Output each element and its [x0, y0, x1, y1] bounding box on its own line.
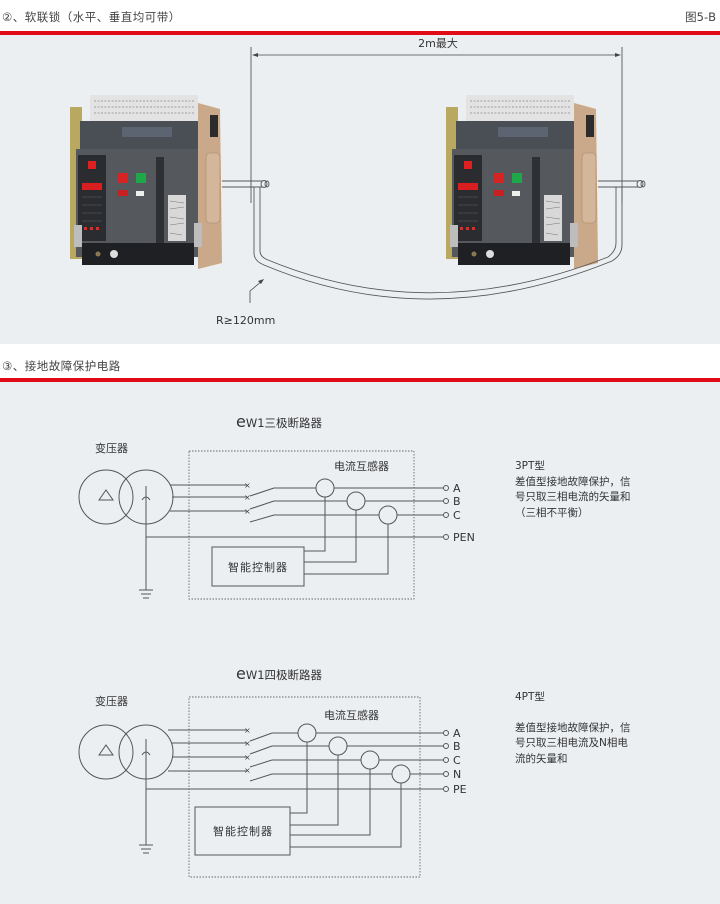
terminal-pen: PEN [453, 531, 475, 544]
figure-label: 图5-B [685, 10, 716, 24]
left-circuit-breaker-image [69, 94, 223, 270]
svg-text:×: × [244, 493, 251, 502]
four-pole-diagram: eW1四极断路器 变压器 电流互感器 [78, 664, 467, 878]
section-3-divider [0, 378, 720, 382]
ct-label: 电流互感器 [334, 459, 389, 473]
svg-text:×: × [244, 481, 251, 490]
description-line: 号只取三相电流的矢量和 [515, 491, 631, 503]
radius-leader-arrow [249, 279, 264, 303]
description-type: 4PT型 [515, 691, 545, 703]
intelligent-controller-box [194, 806, 291, 856]
description-line: 差值型接地故障保护，信 [515, 475, 631, 488]
section-2-divider [0, 31, 720, 35]
svg-text:×: × [244, 766, 251, 775]
breaker-boundary [188, 696, 421, 878]
section-2-header: ②、软联锁（水平、垂直均可带） 图5-B [0, 0, 720, 31]
section-3-title: ③、接地故障保护电路 [2, 359, 121, 373]
distance-dimension-arrow [252, 53, 621, 57]
diagram-2-title: eW1四极断路器 [236, 664, 323, 683]
svg-text:×: × [244, 507, 251, 516]
soft-interlock-panel: 2m最大 R≥120mm [0, 35, 720, 344]
terminal-c: C [453, 509, 461, 522]
description-type: 3PT型 [515, 460, 545, 472]
controller-label: 智能控制器 [213, 824, 273, 838]
breaker-boundary [188, 450, 415, 600]
terminal-a: A [453, 727, 461, 740]
section-2-title: ②、软联锁（水平、垂直均可带） [2, 10, 181, 24]
terminal-b: B [453, 740, 461, 753]
ct-label: 电流互感器 [324, 708, 379, 722]
terminal-a: A [453, 482, 461, 495]
soft-interlock-illustration: 2m最大 R≥120mm [69, 36, 646, 327]
transformer-label: 变压器 [95, 441, 128, 455]
diagram-2-description: 4PT型 差值型接地故障保护，信 号只取三相电流及N相电 流的矢量和 [515, 690, 631, 767]
description-line: 差值型接地故障保护，信 [515, 721, 631, 734]
transformer-primary-icon [78, 469, 134, 525]
right-circuit-breaker-image [445, 94, 599, 270]
transformer-label: 变压器 [95, 694, 128, 708]
radius-label: R≥120mm [216, 314, 275, 327]
svg-text:×: × [244, 753, 251, 762]
description-line: （三相不平衡） [515, 506, 589, 519]
transformer-primary-icon [78, 724, 134, 780]
terminal-n: N [453, 768, 461, 781]
controller-label: 智能控制器 [228, 560, 288, 574]
ground-fault-panel: eW1三极断路器 变压器 电流互感器 [0, 382, 720, 904]
three-pole-diagram: eW1三极断路器 变压器 电流互感器 [78, 412, 475, 600]
diagram-1-description: 3PT型 差值型接地故障保护，信 号只取三相电流的矢量和 （三相不平衡） [515, 459, 631, 521]
terminal-b: B [453, 495, 461, 508]
intelligent-controller-box [211, 546, 305, 587]
svg-text:×: × [244, 739, 251, 748]
distance-label: 2m最大 [418, 36, 458, 50]
description-line: 流的矢量和 [515, 752, 568, 765]
svg-text:×: × [244, 726, 251, 735]
terminal-c: C [453, 754, 461, 767]
diagram-1-title: eW1三极断路器 [236, 412, 323, 431]
description-line: 号只取三相电流及N相电 [515, 737, 628, 749]
section-3-header: ③、接地故障保护电路 [0, 344, 720, 378]
terminal-pe: PE [453, 783, 467, 796]
